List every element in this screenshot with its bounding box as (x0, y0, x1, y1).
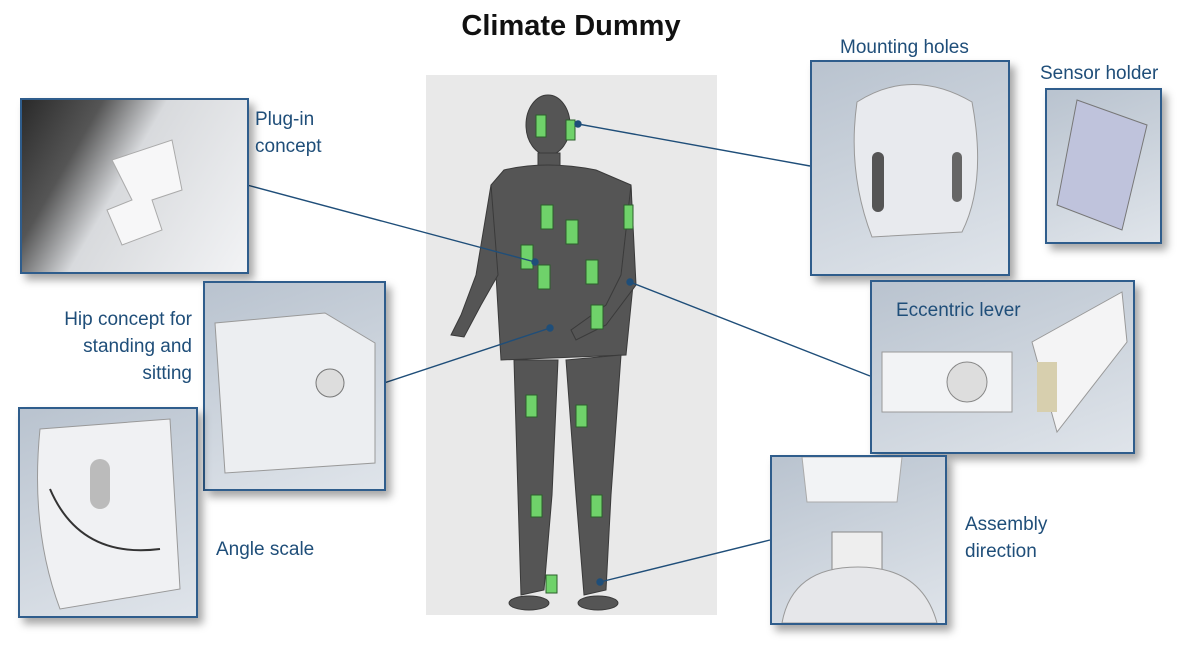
label-angle-scale: Angle scale (216, 539, 315, 560)
label-assembly-direction: Assembly direction (965, 514, 1048, 562)
label-eccentric-lever: Eccentric lever (896, 300, 1021, 321)
eccentric-lever-panel (870, 280, 1135, 454)
leader-hip (383, 327, 551, 384)
label-sensor-holder: Sensor holder (1040, 63, 1159, 84)
leader-eccentric (629, 281, 871, 377)
leader-plug-in (246, 184, 536, 263)
label-plug-in: Plug-in concept (255, 109, 322, 157)
label-mounting-holes: Mounting holes (840, 37, 969, 58)
angle-scale-panel (18, 407, 198, 618)
label-hip: Hip concept for standing and sitting (64, 309, 192, 384)
mounting-holes-panel (810, 60, 1010, 276)
leader-assembly (599, 539, 771, 583)
hip-panel (203, 281, 386, 491)
sensor-holder-panel (1045, 88, 1162, 244)
assembly-direction-panel (770, 455, 947, 625)
leader-mounting (577, 123, 811, 167)
diagram-title: Climate Dummy (461, 10, 681, 42)
plug-in-panel (20, 98, 249, 274)
dummy-figure (426, 75, 717, 615)
